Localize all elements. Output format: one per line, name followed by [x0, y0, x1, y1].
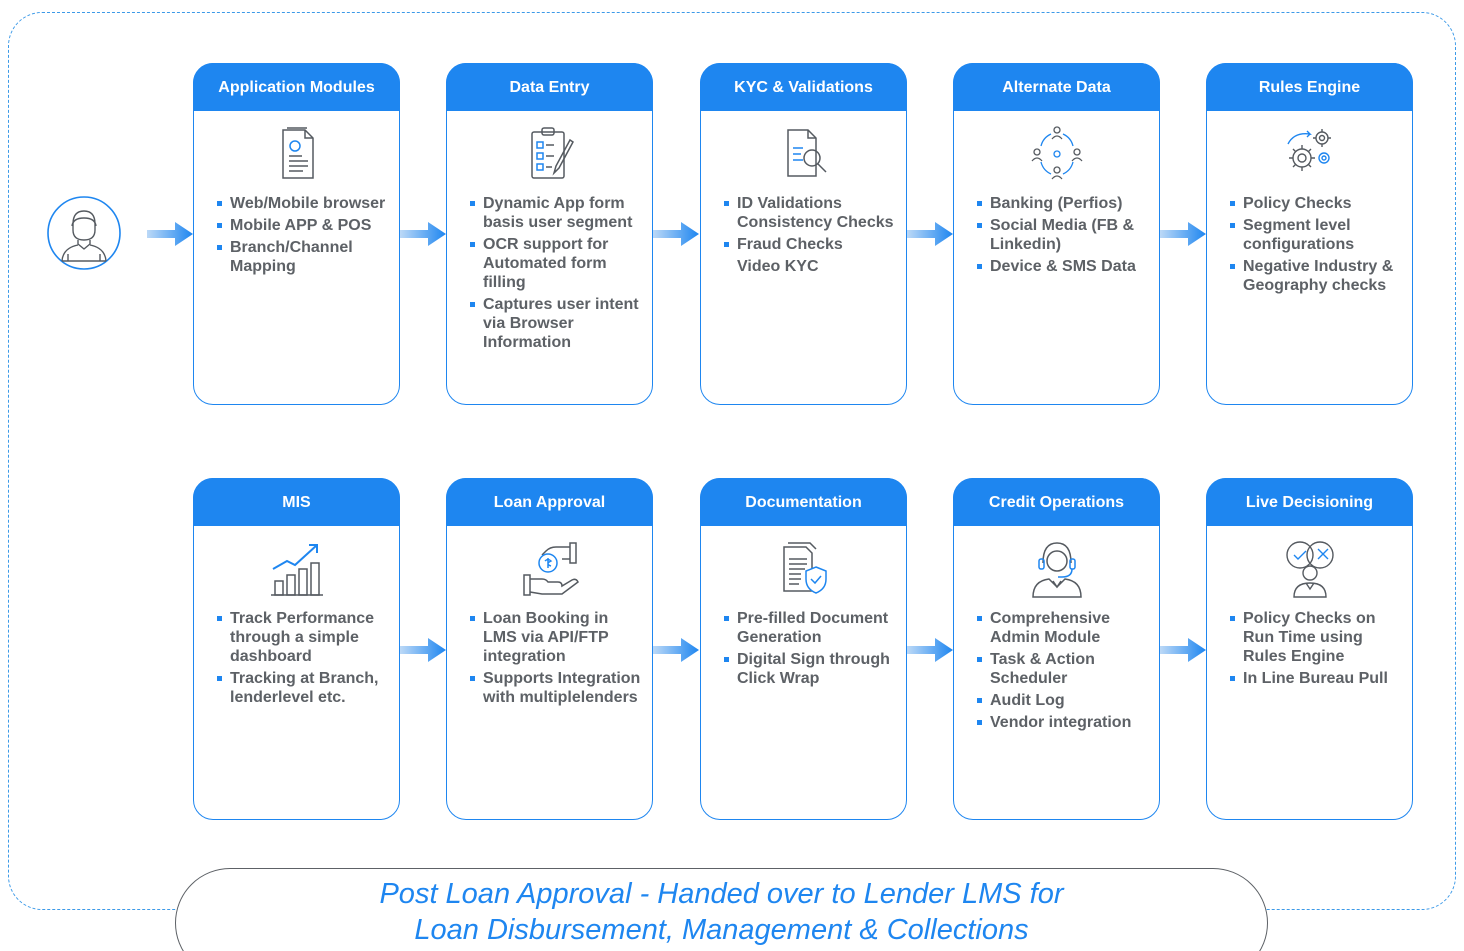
stage-detail-item: OCR support for Automated form filling — [467, 235, 646, 292]
stage-title: Documentation — [700, 478, 907, 526]
clipboard-checklist-icon — [518, 122, 582, 186]
flow-arrow-icon — [147, 222, 193, 246]
stage-details: Banking (Perfios) Social Media (FB & Link… — [974, 194, 1153, 279]
stage-card: KYC & Validations ID Validations Consiste… — [700, 63, 907, 405]
stage-detail-item: Digital Sign through Click Wrap — [721, 650, 900, 688]
stage-title: Data Entry — [446, 63, 653, 111]
stage-details: Loan Booking in LMS via API/FTP integrat… — [467, 609, 646, 710]
footer-note: Post Loan Approval - Handed over to Lend… — [175, 876, 1268, 948]
footer-line-1: Post Loan Approval - Handed over to Lend… — [379, 878, 1064, 910]
stage-details: Track Performance through a simple dashb… — [214, 609, 393, 710]
stage-card: MIS Track Performance through a simple da… — [193, 478, 400, 820]
stage-detail-item: Loan Booking in LMS via API/FTP integrat… — [467, 609, 646, 666]
stage-title: Credit Operations — [953, 478, 1160, 526]
application-form-icon — [265, 122, 329, 186]
stage-detail-item: Web/Mobile browser — [214, 194, 393, 213]
stage-detail-item: Tracking at Branch, lenderlevel etc. — [214, 669, 393, 707]
growth-chart-icon — [265, 537, 329, 601]
stage-detail-item: Track Performance through a simple dashb… — [214, 609, 393, 666]
stage-title: Loan Approval — [446, 478, 653, 526]
network-people-icon — [1025, 122, 1089, 186]
stage-detail-item: Dynamic App form basis user segment — [467, 194, 646, 232]
stage-detail-item: Pre-filled Document Generation — [721, 609, 900, 647]
footer-banner — [175, 868, 1268, 951]
stage-title: KYC & Validations — [700, 63, 907, 111]
document-search-icon — [772, 122, 836, 186]
stage-detail-item: Policy Checks on Run Time using Rules En… — [1227, 609, 1406, 666]
stage-detail-item: Vendor integration — [974, 713, 1153, 732]
stage-detail-item: Comprehensive Admin Module — [974, 609, 1153, 647]
stage-detail-item: Device & SMS Data — [974, 257, 1153, 276]
stage-detail-item: Fraud Checks — [721, 235, 900, 254]
stage-title: Rules Engine — [1206, 63, 1413, 111]
stage-title: Alternate Data — [953, 63, 1160, 111]
document-shield-icon — [772, 537, 836, 601]
stage-detail-item: Captures user intent via Browser Informa… — [467, 295, 646, 352]
hands-money-icon — [518, 537, 582, 601]
flow-arrow-icon — [907, 222, 953, 246]
stage-detail-item: Banking (Perfios) — [974, 194, 1153, 213]
flow-arrow-icon — [907, 638, 953, 662]
stage-detail-item: Mobile APP & POS — [214, 216, 393, 235]
stage-detail-item: In Line Bureau Pull — [1227, 669, 1406, 688]
stage-detail-item: Supports Integration with multiplelender… — [467, 669, 646, 707]
flow-arrow-icon — [653, 638, 699, 662]
footer-line-2: Loan Disbursement, Management & Collecti… — [414, 914, 1029, 946]
decision-person-icon — [1278, 537, 1342, 601]
stage-detail-item: Social Media (FB & Linkedin) — [974, 216, 1153, 254]
stage-detail-item: Branch/Channel Mapping — [214, 238, 393, 276]
headset-operator-icon — [1025, 537, 1089, 601]
stage-title: MIS — [193, 478, 400, 526]
flow-arrow-icon — [400, 638, 446, 662]
flow-arrow-icon — [653, 222, 699, 246]
stage-title: Live Decisioning — [1206, 478, 1413, 526]
flow-arrow-icon — [400, 222, 446, 246]
flow-arrow-icon — [1160, 638, 1206, 662]
flow-arrow-icon — [1160, 222, 1206, 246]
user-avatar-icon — [35, 194, 133, 272]
stage-title: Application Modules — [193, 63, 400, 111]
stage-detail-item: Task & Action Scheduler — [974, 650, 1153, 688]
stage-detail-item: ID Validations Consistency Checks — [721, 194, 900, 232]
stage-detail-item: Negative Industry & Geography checks — [1227, 257, 1406, 295]
stage-detail-item: Policy Checks — [1227, 194, 1406, 213]
gears-icon — [1278, 122, 1342, 186]
stage-detail-item: Video KYC — [737, 258, 819, 275]
stage-details: Policy Checks on Run Time using Rules En… — [1227, 609, 1406, 691]
stage-detail-item: Audit Log — [974, 691, 1153, 710]
stage-detail-item: Segment level configurations — [1227, 216, 1406, 254]
